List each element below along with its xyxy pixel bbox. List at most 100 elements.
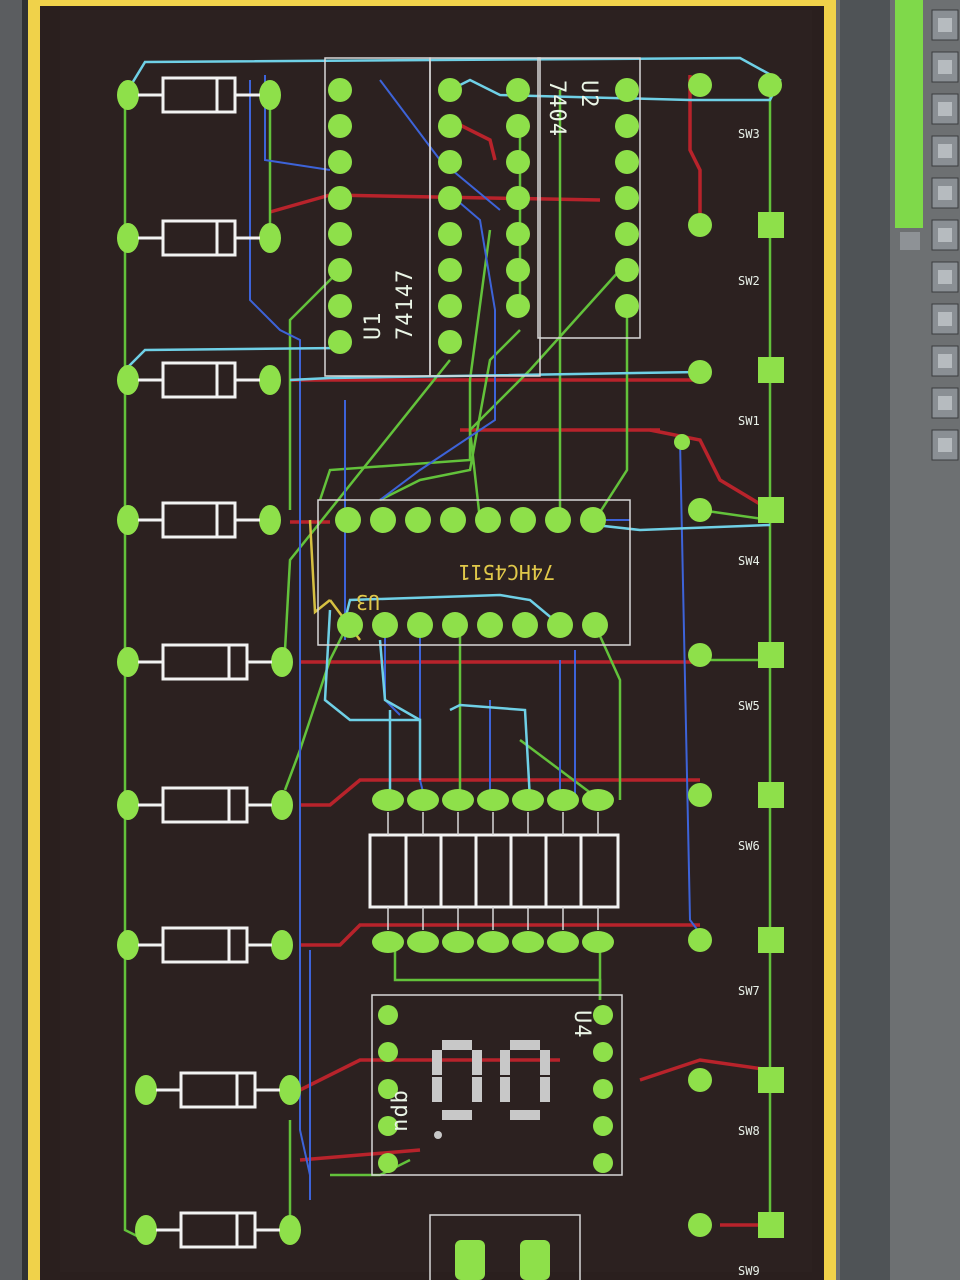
dip-pin[interactable] bbox=[407, 931, 439, 953]
u3-pin[interactable] bbox=[580, 507, 606, 533]
resistor-pad[interactable] bbox=[271, 647, 293, 677]
u2-pin[interactable] bbox=[615, 114, 639, 138]
u4-pin[interactable] bbox=[378, 1005, 398, 1025]
u3-pin[interactable] bbox=[547, 612, 573, 638]
right-connector-pad[interactable] bbox=[758, 1212, 784, 1238]
connector-pad-right[interactable] bbox=[520, 1240, 550, 1280]
tool-icon-11[interactable] bbox=[931, 429, 959, 461]
via-pad[interactable] bbox=[688, 73, 712, 97]
u2-pin[interactable] bbox=[506, 186, 530, 210]
u1-pin[interactable] bbox=[438, 222, 462, 246]
u4-pin[interactable] bbox=[593, 1042, 613, 1062]
panel-close-icon[interactable] bbox=[900, 232, 920, 250]
resistor-footprint[interactable] bbox=[135, 1211, 301, 1249]
u3-pin[interactable] bbox=[370, 507, 396, 533]
u4-pin[interactable] bbox=[378, 1153, 398, 1173]
resistor-pad[interactable] bbox=[259, 223, 281, 253]
u1-pin[interactable] bbox=[328, 78, 352, 102]
u2-pin[interactable] bbox=[506, 78, 530, 102]
u3-pin[interactable] bbox=[405, 507, 431, 533]
tool-icon-7[interactable] bbox=[931, 261, 959, 293]
via-pad[interactable] bbox=[688, 928, 712, 952]
u1-pin[interactable] bbox=[438, 78, 462, 102]
via-pad[interactable] bbox=[688, 643, 712, 667]
u2-pin[interactable] bbox=[615, 222, 639, 246]
dip-pin[interactable] bbox=[442, 789, 474, 811]
u1-pin[interactable] bbox=[328, 330, 352, 354]
u3-pin[interactable] bbox=[545, 507, 571, 533]
resistor-footprint[interactable] bbox=[135, 1071, 301, 1109]
via-pad[interactable] bbox=[688, 783, 712, 807]
dip-pin[interactable] bbox=[512, 789, 544, 811]
u3-pin[interactable] bbox=[337, 612, 363, 638]
dip-pin[interactable] bbox=[582, 931, 614, 953]
resistor-pad[interactable] bbox=[271, 790, 293, 820]
via-pad[interactable] bbox=[688, 360, 712, 384]
u1-pin[interactable] bbox=[438, 330, 462, 354]
dip-pin[interactable] bbox=[372, 789, 404, 811]
u2-pin[interactable] bbox=[615, 294, 639, 318]
resistor-pad[interactable] bbox=[135, 1075, 157, 1105]
tool-icon-2[interactable] bbox=[931, 51, 959, 83]
u1-pin[interactable] bbox=[328, 258, 352, 282]
resistor-pad[interactable] bbox=[259, 80, 281, 110]
u2-pin[interactable] bbox=[615, 150, 639, 174]
dip-pin[interactable] bbox=[512, 931, 544, 953]
u1-pin[interactable] bbox=[438, 294, 462, 318]
u4-pin[interactable] bbox=[378, 1042, 398, 1062]
right-connector-pad[interactable] bbox=[758, 782, 784, 808]
via-pad[interactable] bbox=[758, 73, 782, 97]
u3-pin[interactable] bbox=[475, 507, 501, 533]
u1-pin[interactable] bbox=[438, 186, 462, 210]
dip-pin[interactable] bbox=[582, 789, 614, 811]
u2-pin[interactable] bbox=[506, 150, 530, 174]
resistor-footprint[interactable] bbox=[117, 786, 293, 824]
resistor-pad[interactable] bbox=[117, 647, 139, 677]
resistor-pad[interactable] bbox=[271, 930, 293, 960]
resistor-pad[interactable] bbox=[135, 1215, 157, 1245]
dip-pin[interactable] bbox=[372, 931, 404, 953]
u2-pin[interactable] bbox=[506, 258, 530, 282]
resistor-pad[interactable] bbox=[117, 80, 139, 110]
via-pad[interactable] bbox=[674, 434, 690, 450]
u4-pin[interactable] bbox=[593, 1116, 613, 1136]
u3-pin[interactable] bbox=[372, 612, 398, 638]
resistor-footprint[interactable] bbox=[117, 926, 293, 964]
tool-icon-5[interactable] bbox=[931, 177, 959, 209]
u2-pin[interactable] bbox=[615, 186, 639, 210]
u1-pin[interactable] bbox=[328, 150, 352, 174]
dip-pin[interactable] bbox=[547, 931, 579, 953]
tool-icon-4[interactable] bbox=[931, 135, 959, 167]
tool-icon-9[interactable] bbox=[931, 345, 959, 377]
dip-pin[interactable] bbox=[407, 789, 439, 811]
right-connector-pad[interactable] bbox=[758, 1067, 784, 1093]
u3-pin[interactable] bbox=[510, 507, 536, 533]
u2-pin[interactable] bbox=[506, 294, 530, 318]
resistor-pad[interactable] bbox=[117, 790, 139, 820]
tool-icon-8[interactable] bbox=[931, 303, 959, 335]
tool-icon-10[interactable] bbox=[931, 387, 959, 419]
via-pad[interactable] bbox=[688, 1068, 712, 1092]
u3-pin[interactable] bbox=[442, 612, 468, 638]
u3-pin[interactable] bbox=[477, 612, 503, 638]
right-connector-pad[interactable] bbox=[758, 642, 784, 668]
resistor-pad[interactable] bbox=[117, 365, 139, 395]
resistor-pad[interactable] bbox=[117, 930, 139, 960]
connector-pad-left[interactable] bbox=[455, 1240, 485, 1280]
u4-pin[interactable] bbox=[593, 1005, 613, 1025]
u1-pin[interactable] bbox=[328, 222, 352, 246]
u1-pin[interactable] bbox=[438, 150, 462, 174]
tool-icon-3[interactable] bbox=[931, 93, 959, 125]
u3-pin[interactable] bbox=[512, 612, 538, 638]
tool-icon-6[interactable] bbox=[931, 219, 959, 251]
u2-pin[interactable] bbox=[615, 258, 639, 282]
u4-pin[interactable] bbox=[593, 1153, 613, 1173]
dip-pin[interactable] bbox=[442, 931, 474, 953]
tool-icon-1[interactable] bbox=[931, 9, 959, 41]
via-pad[interactable] bbox=[688, 213, 712, 237]
u1-pin[interactable] bbox=[438, 258, 462, 282]
resistor-pad[interactable] bbox=[117, 223, 139, 253]
resistor-pad[interactable] bbox=[259, 365, 281, 395]
u4-pin[interactable] bbox=[593, 1079, 613, 1099]
